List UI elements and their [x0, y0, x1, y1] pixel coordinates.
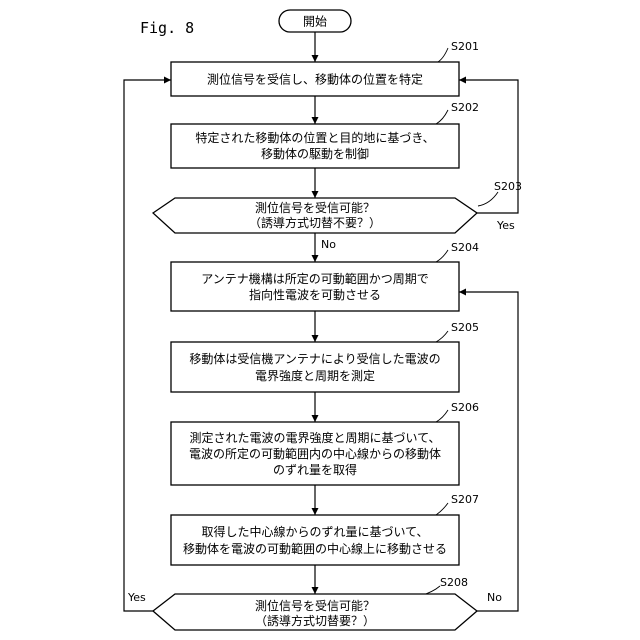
- step-s204-box: アンテナ機構は所定の可動範囲かつ周期で 指向性電波を可動させる: [171, 262, 459, 311]
- step-s204-line-2: 指向性電波を可動させる: [249, 287, 381, 302]
- step-s207-box: 取得した中心線からのずれ量に基づいて、 移動体を電波の可動範囲の中心線上に移動さ…: [171, 515, 459, 565]
- step-s205-line-2: 電界強度と周期を測定: [255, 368, 375, 383]
- step-s206-id: S206: [451, 401, 479, 414]
- step-s206-line-2: 電波の所定の可動範囲内の中心線からの移動体: [189, 446, 441, 461]
- step-s206-line-1: 測定された電波の電界強度と周期に基づいて、: [189, 430, 440, 445]
- step-s207-line-1: 取得した中心線からのずれ量に基づいて、: [201, 524, 428, 539]
- figure-label: Fig. 8: [140, 19, 194, 37]
- step-s205-id: S205: [451, 321, 479, 334]
- step-s203-line-2: （誘導方式切替不要？）: [249, 215, 381, 230]
- step-s201-id: S201: [451, 40, 479, 53]
- step-s202-box: 特定された移動体の位置と目的地に基づき、 移動体の駆動を制御: [171, 124, 459, 168]
- leader-s201: [436, 48, 448, 63]
- step-s201-box: 測位信号を受信し、移動体の位置を特定: [171, 62, 459, 96]
- loop-s208-no-to-s204: [459, 292, 518, 611]
- step-s203-line-1: 測位信号を受信可能？: [255, 200, 375, 215]
- step-s206-box: 測定された電波の電界強度と周期に基づいて、 電波の所定の可動範囲内の中心線からの…: [171, 422, 459, 485]
- start-label: 開始: [303, 15, 327, 29]
- leader-s207: [436, 503, 448, 515]
- step-s206-line-3: のずれ量を取得: [273, 462, 357, 477]
- step-s203-yes-label: Yes: [496, 219, 515, 232]
- step-s202-line-1: 特定された移動体の位置と目的地に基づき、: [195, 130, 434, 145]
- leader-s206: [436, 410, 448, 422]
- step-s205-box: 移動体は受信機アンテナにより受信した電波の 電界強度と周期を測定: [171, 342, 459, 392]
- step-s202-line-2: 移動体の駆動を制御: [261, 146, 369, 161]
- step-s208-line-1: 測位信号を受信可能？: [255, 598, 375, 613]
- step-s208-line-2: （誘導方式切替要？）: [255, 613, 375, 628]
- step-s208-yes-label: Yes: [127, 591, 146, 604]
- step-s207-line-2: 移動体を電波の可動範囲の中心線上に移動させる: [183, 541, 447, 556]
- step-s204-line-1: アンテナ機構は所定の可動範囲かつ周期で: [201, 271, 429, 286]
- step-s205-line-1: 移動体は受信機アンテナにより受信した電波の: [189, 351, 440, 366]
- step-s204-id: S204: [451, 241, 479, 254]
- step-s203-id: S203: [494, 180, 522, 193]
- loop-s208-yes-to-s201: [124, 80, 171, 611]
- step-s208-no-label: No: [487, 591, 502, 604]
- step-s208-id: S208: [440, 576, 468, 589]
- leader-s202: [436, 110, 448, 124]
- loop-s203-yes-to-s201: [459, 80, 518, 213]
- step-s203-decision: 測位信号を受信可能？ （誘導方式切替不要？）: [153, 198, 477, 233]
- step-s207-id: S207: [451, 493, 479, 506]
- leader-s204: [436, 250, 448, 262]
- step-s202-id: S202: [451, 101, 479, 114]
- leader-s203: [478, 192, 498, 206]
- step-s208-decision: 測位信号を受信可能？ （誘導方式切替要？）: [153, 594, 477, 630]
- step-s203-no-label: No: [321, 238, 336, 251]
- leader-s205: [436, 331, 448, 342]
- start-terminal: 開始: [279, 10, 351, 32]
- step-s201-line-1: 測位信号を受信し、移動体の位置を特定: [207, 72, 423, 87]
